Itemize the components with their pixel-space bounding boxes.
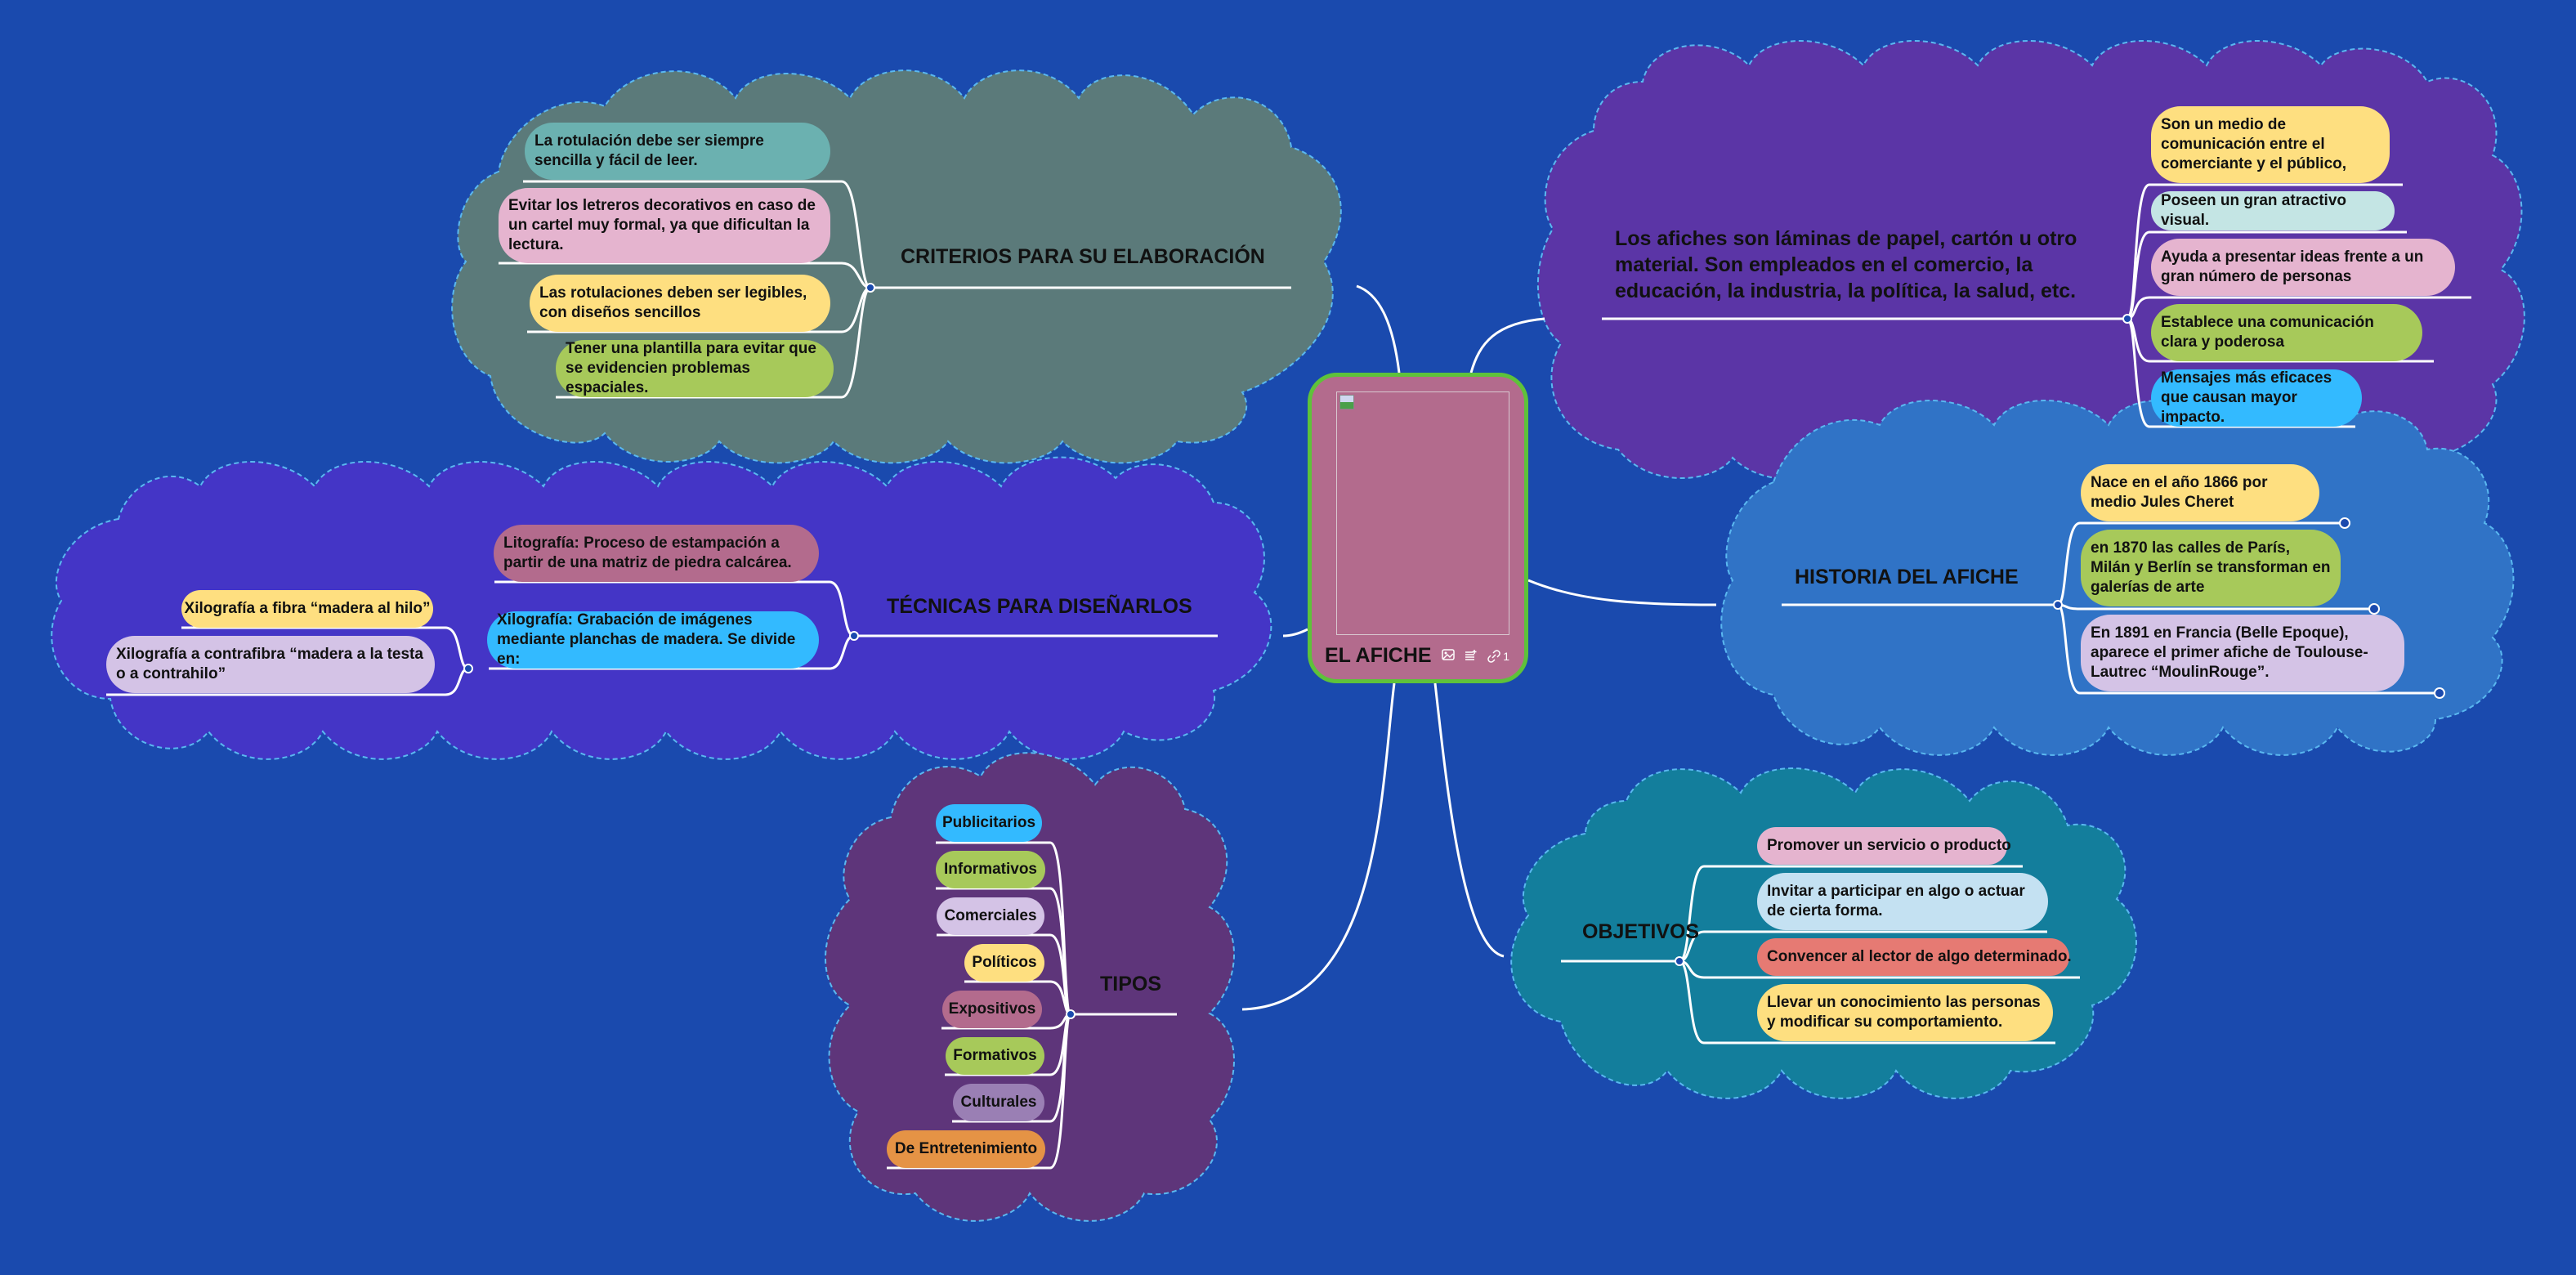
add-note-icon[interactable] (1465, 649, 1478, 663)
tipos-item[interactable]: Culturales (953, 1084, 1044, 1121)
central-topic[interactable]: EL AFICHE 1 (1308, 373, 1528, 683)
link-count: 1 (1503, 649, 1509, 663)
link-icon[interactable]: 1 (1487, 650, 1509, 663)
tecnicas-item[interactable]: Litografía: Proceso de estampación a par… (494, 525, 819, 582)
broken-image-icon (1339, 395, 1354, 409)
connector-center-objetivos (1433, 682, 1505, 958)
junction-xilografia[interactable] (463, 664, 473, 673)
tipos-item[interactable]: Publicitarios (936, 804, 1042, 842)
tipos-item[interactable]: Formativos (946, 1037, 1044, 1075)
collapse-toggle-historia-1[interactable] (2339, 517, 2350, 529)
tipos-item[interactable]: Informativos (936, 851, 1045, 888)
definicion-item[interactable]: Poseen un gran atractivo visual. (2151, 191, 2395, 230)
topic-definicion[interactable]: Los afiches son láminas de papel, cartón… (1615, 227, 2077, 302)
central-topic-title: EL AFICHE (1325, 644, 1432, 667)
image-icon[interactable] (1442, 649, 1455, 663)
topic-historia[interactable]: HISTORIA DEL AFICHE (1795, 566, 2019, 588)
junction-tipos[interactable] (1066, 1009, 1076, 1019)
definicion-item[interactable]: Son un medio de comunicación entre el co… (2151, 106, 2390, 183)
tipos-item[interactable]: Políticos (964, 944, 1044, 982)
definicion-item[interactable]: Establece una comunicación clara y poder… (2151, 304, 2422, 361)
criterios-item[interactable]: Las rotulaciones deben ser legibles, con… (530, 275, 830, 332)
tecnicas-item[interactable]: Xilografía: Grabación de imágenes median… (487, 611, 819, 669)
junction-criterios[interactable] (865, 283, 875, 293)
objetivos-item[interactable]: Invitar a participar en algo o actuar de… (1757, 873, 2048, 930)
definicion-item[interactable]: Mensajes más eficaces que causan mayor i… (2151, 369, 2362, 427)
topic-tipos[interactable]: TIPOS (1100, 973, 1162, 995)
collapse-toggle-historia-2[interactable] (2368, 603, 2380, 615)
criterios-item[interactable]: La rotulación debe ser siempre sencilla … (525, 123, 830, 180)
image-frame (1336, 391, 1509, 635)
topic-criterios[interactable]: CRITERIOS PARA SU ELABORACIÓN (901, 245, 1265, 268)
tecnicas-subitem[interactable]: Xilografía a contrafibra “madera a la te… (106, 636, 435, 693)
junction-historia[interactable] (2053, 600, 2063, 610)
objetivos-item[interactable]: Llevar un conocimiento las personas y mo… (1757, 984, 2053, 1041)
central-topic-icons: 1 (1442, 649, 1509, 663)
topic-tecnicas[interactable]: TÉCNICAS PARA DISEÑARLOS (887, 595, 1192, 618)
criterios-item[interactable]: Evitar los letreros decorativos en caso … (499, 188, 830, 263)
tipos-item[interactable]: Expositivos (942, 991, 1042, 1028)
tipos-item[interactable]: Comerciales (937, 897, 1044, 935)
connector-center-tecnicas (1282, 628, 1308, 638)
collapse-toggle-historia-3[interactable] (2434, 687, 2445, 699)
objetivos-item[interactable]: Convencer al lector de algo determinado. (1757, 938, 2072, 976)
connector-center-criterios (1356, 284, 1401, 374)
topic-objetivos[interactable]: OBJETIVOS (1582, 920, 1700, 943)
definicion-item[interactable]: Ayuda a presentar ideas frente a un gran… (2151, 239, 2455, 296)
junction-tecnicas[interactable] (849, 631, 859, 641)
junction-objetivos[interactable] (1675, 956, 1684, 966)
historia-item[interactable]: en 1870 las calles de París, Milán y Ber… (2081, 530, 2341, 606)
objetivos-item[interactable]: Promover un servicio o producto (1757, 827, 2011, 865)
historia-item[interactable]: En 1891 en Francia (Belle Epoque), apare… (2081, 615, 2404, 691)
junction-definicion[interactable] (2122, 314, 2132, 324)
tecnicas-subitem[interactable]: Xilografía a fibra “madera al hilo” (181, 590, 433, 628)
criterios-item[interactable]: Tener una plantilla para evitar que se e… (556, 340, 834, 397)
historia-item[interactable]: Nace en el año 1866 por medio Jules Cher… (2081, 464, 2319, 521)
connector-center-historia (1527, 579, 1717, 606)
tipos-item[interactable]: De Entretenimiento (887, 1130, 1045, 1168)
